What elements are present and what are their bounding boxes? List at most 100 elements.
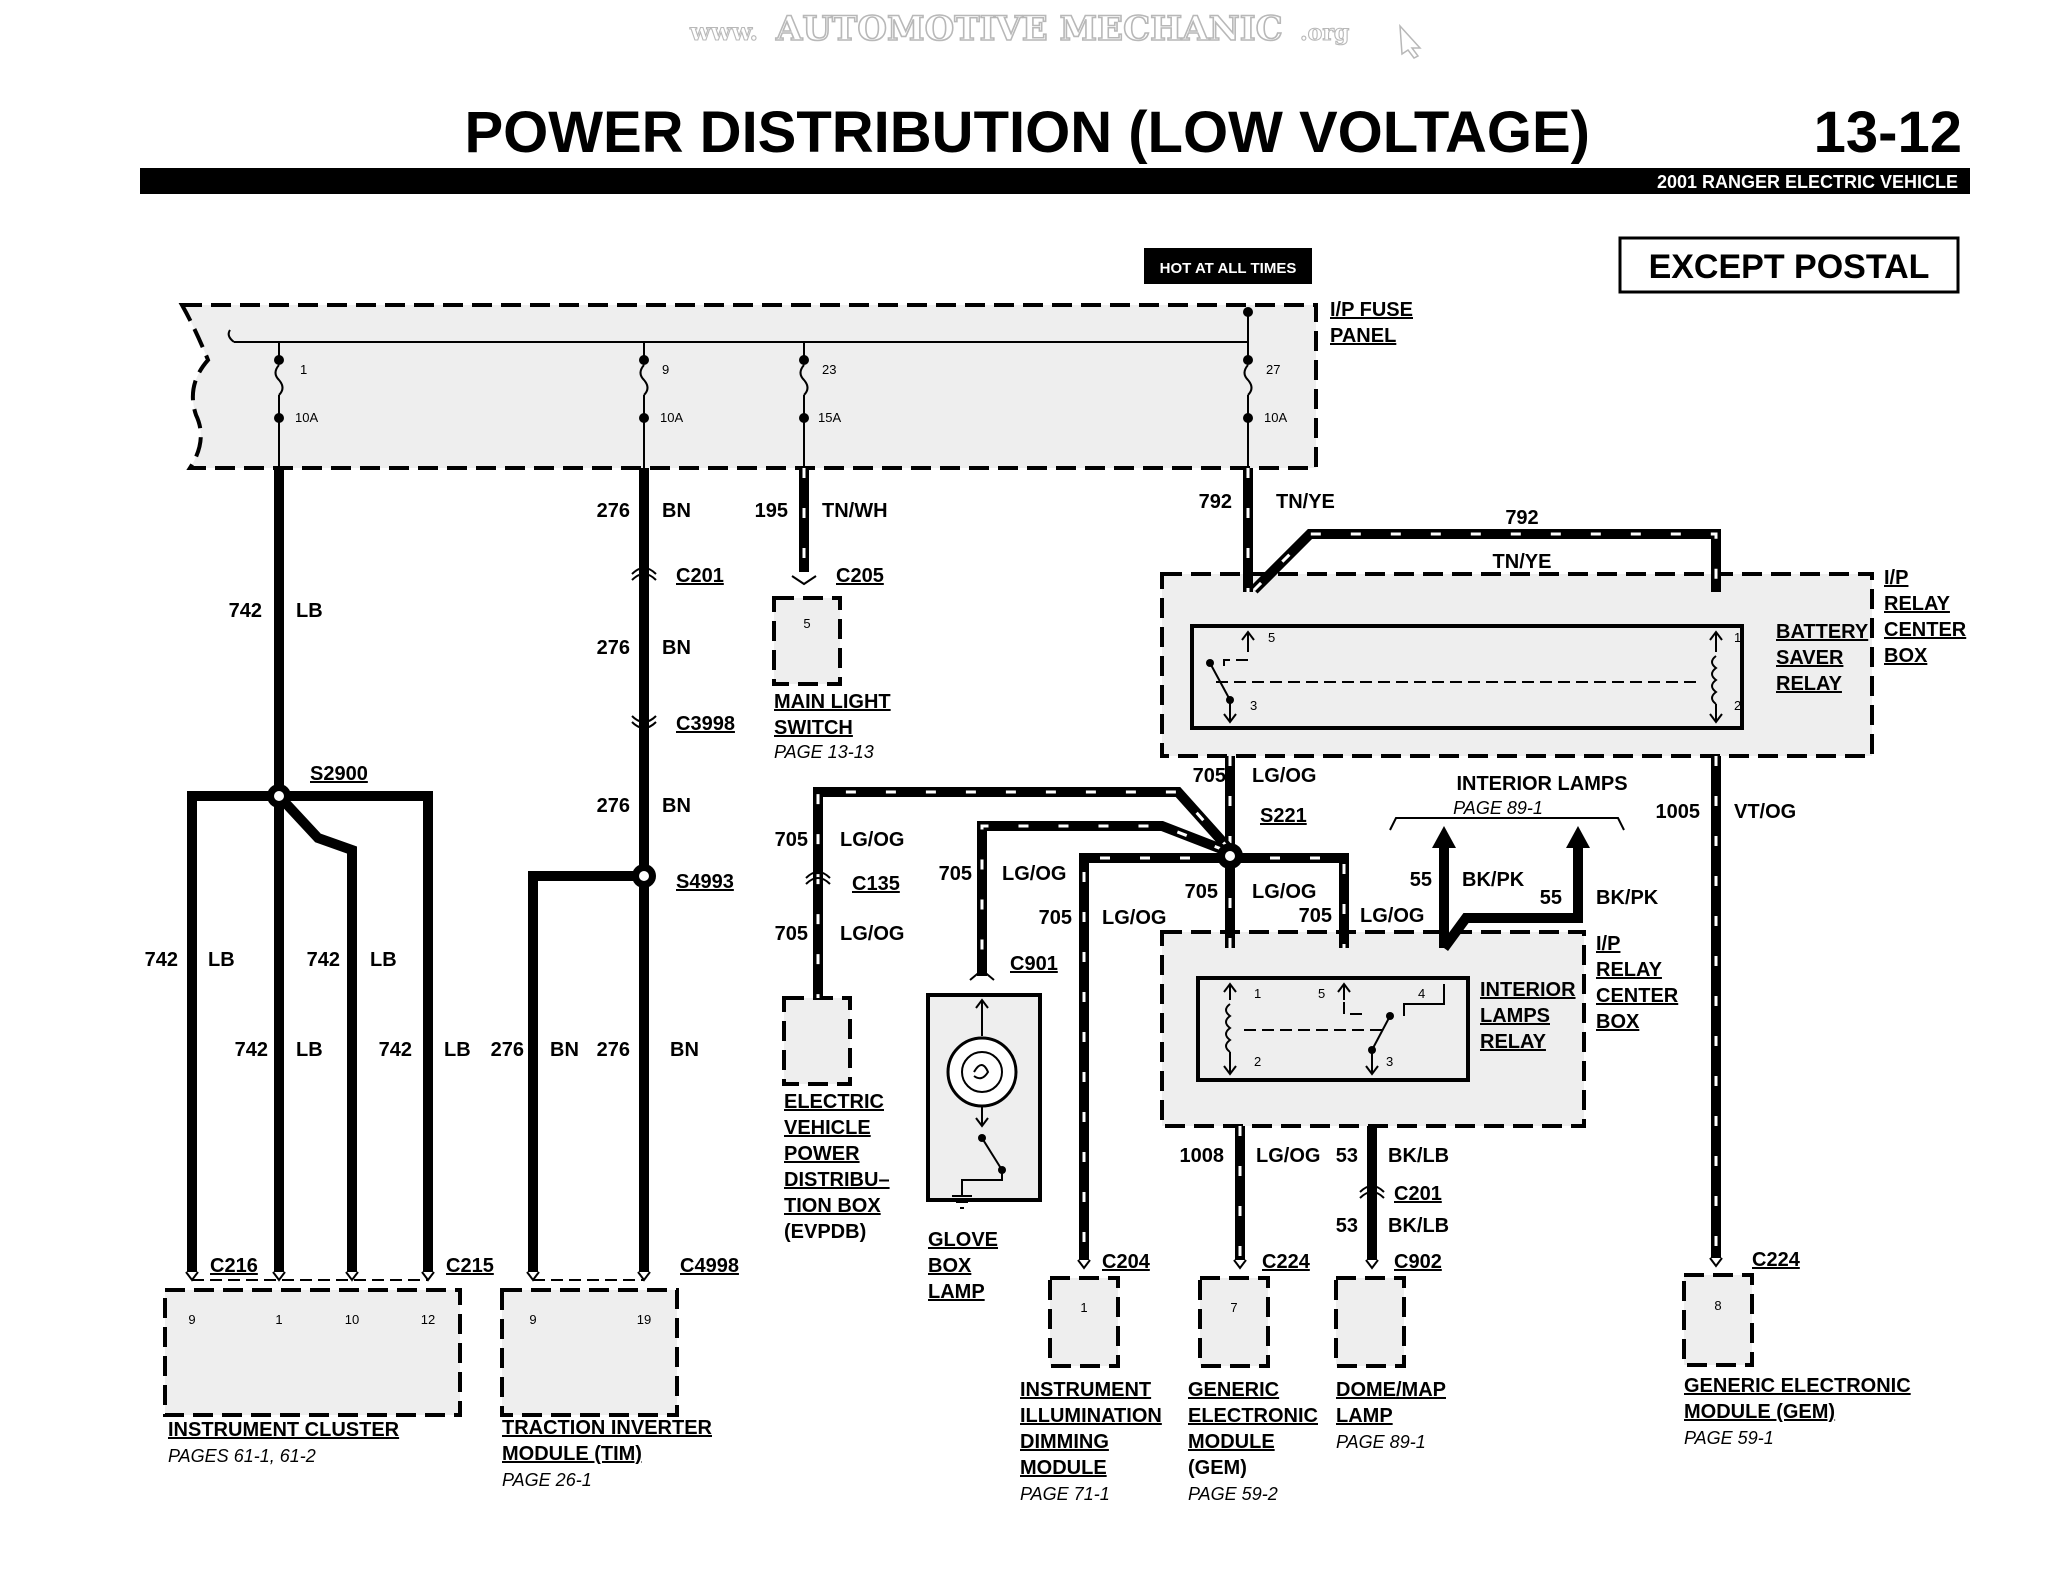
fuse-1: 1 10A [274,342,318,425]
wire-color: LG/OG [1360,905,1424,927]
fuse-number: 27 [1266,362,1280,377]
glove-box-lamp-label: LAMP [928,1281,985,1303]
relay-box-lower-label-3: CENTER [1596,985,1679,1007]
fuse-amp: 10A [1264,410,1287,425]
wire-705-evpdb [813,787,1234,998]
wire-label: 705 [1299,905,1332,927]
gem-left-label: ELECTRONIC [1188,1405,1318,1427]
wire-label: 742 [235,1039,268,1061]
fuse-23: 23 15A [799,342,841,425]
cursor-icon [1399,23,1422,59]
pin-1: 1 [1734,630,1741,645]
battery-saver-label-2: SAVER [1776,647,1844,669]
evpdb-label: VEHICLE [784,1117,871,1139]
interior-lamps-relay-label-3: RELAY [1480,1031,1547,1053]
evpdb-label: ELECTRIC [784,1091,884,1113]
wire-color: LB [296,600,323,622]
wire-color: LG/OG [1256,1145,1320,1167]
splice-s221-label: S221 [1260,805,1307,827]
wire-labels: 742 LB 276 BN 276 BN 276 BN 742 LB 742 L… [145,491,1797,1237]
gem-left-label: MODULE [1188,1431,1275,1453]
wire-label: 276 [597,500,630,522]
gem-left-label: (GEM) [1188,1457,1247,1479]
iidm-label: ILLUMINATION [1020,1405,1162,1427]
wire-color: BN [662,500,691,522]
pin-3: 3 [1386,1054,1393,1069]
wire-label: 742 [229,600,262,622]
relay-box-lower-label-2: RELAY [1596,959,1663,981]
instrument-cluster-box [163,1288,462,1417]
wire-color: TN/WH [822,500,888,522]
relay-box-upper-label-4: BOX [1884,645,1928,667]
wire-label: 195 [755,500,788,522]
wire-color: VT/OG [1734,801,1796,823]
wire-742-outer-branch [187,791,433,1272]
pin-number: 8 [1714,1298,1721,1313]
wire-label: 53 [1336,1215,1358,1237]
main-light-switch-label: SWITCH [774,717,853,739]
wire-label: 705 [939,863,972,885]
fuse-icon [799,364,809,396]
wire-55-right [1439,846,1583,951]
wire-color: BN [670,1039,699,1061]
iidm-page: PAGE 71-1 [1020,1484,1110,1504]
wire-label: 276 [597,795,630,817]
dome-lamp-label: DOME/MAP [1336,1379,1446,1401]
wire-label: 55 [1540,887,1562,909]
interior-lamps-page: PAGE 89-1 [1453,798,1543,818]
wire-color: LG/OG [1002,863,1066,885]
iidm-label: INSTRUMENT [1020,1379,1151,1401]
fuse-amp: 10A [660,410,683,425]
watermark-prefix: www. [689,17,758,46]
pin-1: 1 [1254,986,1261,1001]
iidm-box [1048,1276,1120,1368]
relay-box-lower-label-4: BOX [1596,1011,1640,1033]
wire-color: BK/LB [1388,1145,1449,1167]
wire-label: 792 [1199,491,1232,513]
wire-color: LB [296,1039,323,1061]
connector-c902: C902 [1394,1251,1442,1273]
interior-lamps-relay: 1 2 5 4 3 [1196,976,1470,1082]
gem-right-label: MODULE (GEM) [1684,1401,1835,1423]
wire-label: 276 [491,1039,524,1061]
iidm-label: DIMMING [1020,1431,1109,1453]
wire-label: 705 [775,923,808,945]
fuse-amp: 15A [818,410,841,425]
fuse-27: 27 10A [1243,307,1287,425]
wire-color: LG/OG [840,829,904,851]
ground-icon [952,1195,972,1209]
connector-c201: C201 [676,565,724,587]
wire-label: 705 [775,829,808,851]
fuse-amp: 10A [295,410,318,425]
page-title: POWER DISTRIBUTION (LOW VOLTAGE) [464,100,1590,165]
connector-c224-left: C224 [1262,1251,1311,1273]
wire-label: 276 [597,637,630,659]
fuse-icon [274,364,284,396]
bulb-icon [946,1036,1018,1108]
dome-lamp-page: PAGE 89-1 [1336,1432,1426,1452]
header-bar [140,168,1970,194]
relay-box-lower-label-1: I/P [1596,933,1620,955]
component-labels: MAIN LIGHT SWITCH PAGE 13-13 ELECTRIC VE… [168,691,1911,1504]
coil-icon [1225,1003,1232,1053]
wire-label: 742 [307,949,340,971]
main-light-switch-page: PAGE 13-13 [774,742,874,762]
pin-number: 1 [275,1312,282,1327]
arrow-up-icon [1566,826,1590,848]
pin-number: 9 [529,1312,536,1327]
pin-number: 19 [637,1312,651,1327]
wire-color: LG/OG [840,923,904,945]
main-light-switch-box [772,596,842,686]
pin-5: 5 [1318,986,1325,1001]
relay-box-upper-label-3: CENTER [1884,619,1967,641]
wire-color: BN [550,1039,579,1061]
evpdb-label: DISTRIBU– [784,1169,890,1191]
pin-number: 12 [421,1312,435,1327]
relay-box-upper-label-1: I/P [1884,567,1908,589]
wire-color: BN [662,795,691,817]
pin-5: 5 [1268,630,1275,645]
wire-705-relay-pin5 [1230,853,1349,948]
pin-number: 1 [1080,1300,1087,1315]
connector-c204: C204 [1102,1251,1151,1273]
